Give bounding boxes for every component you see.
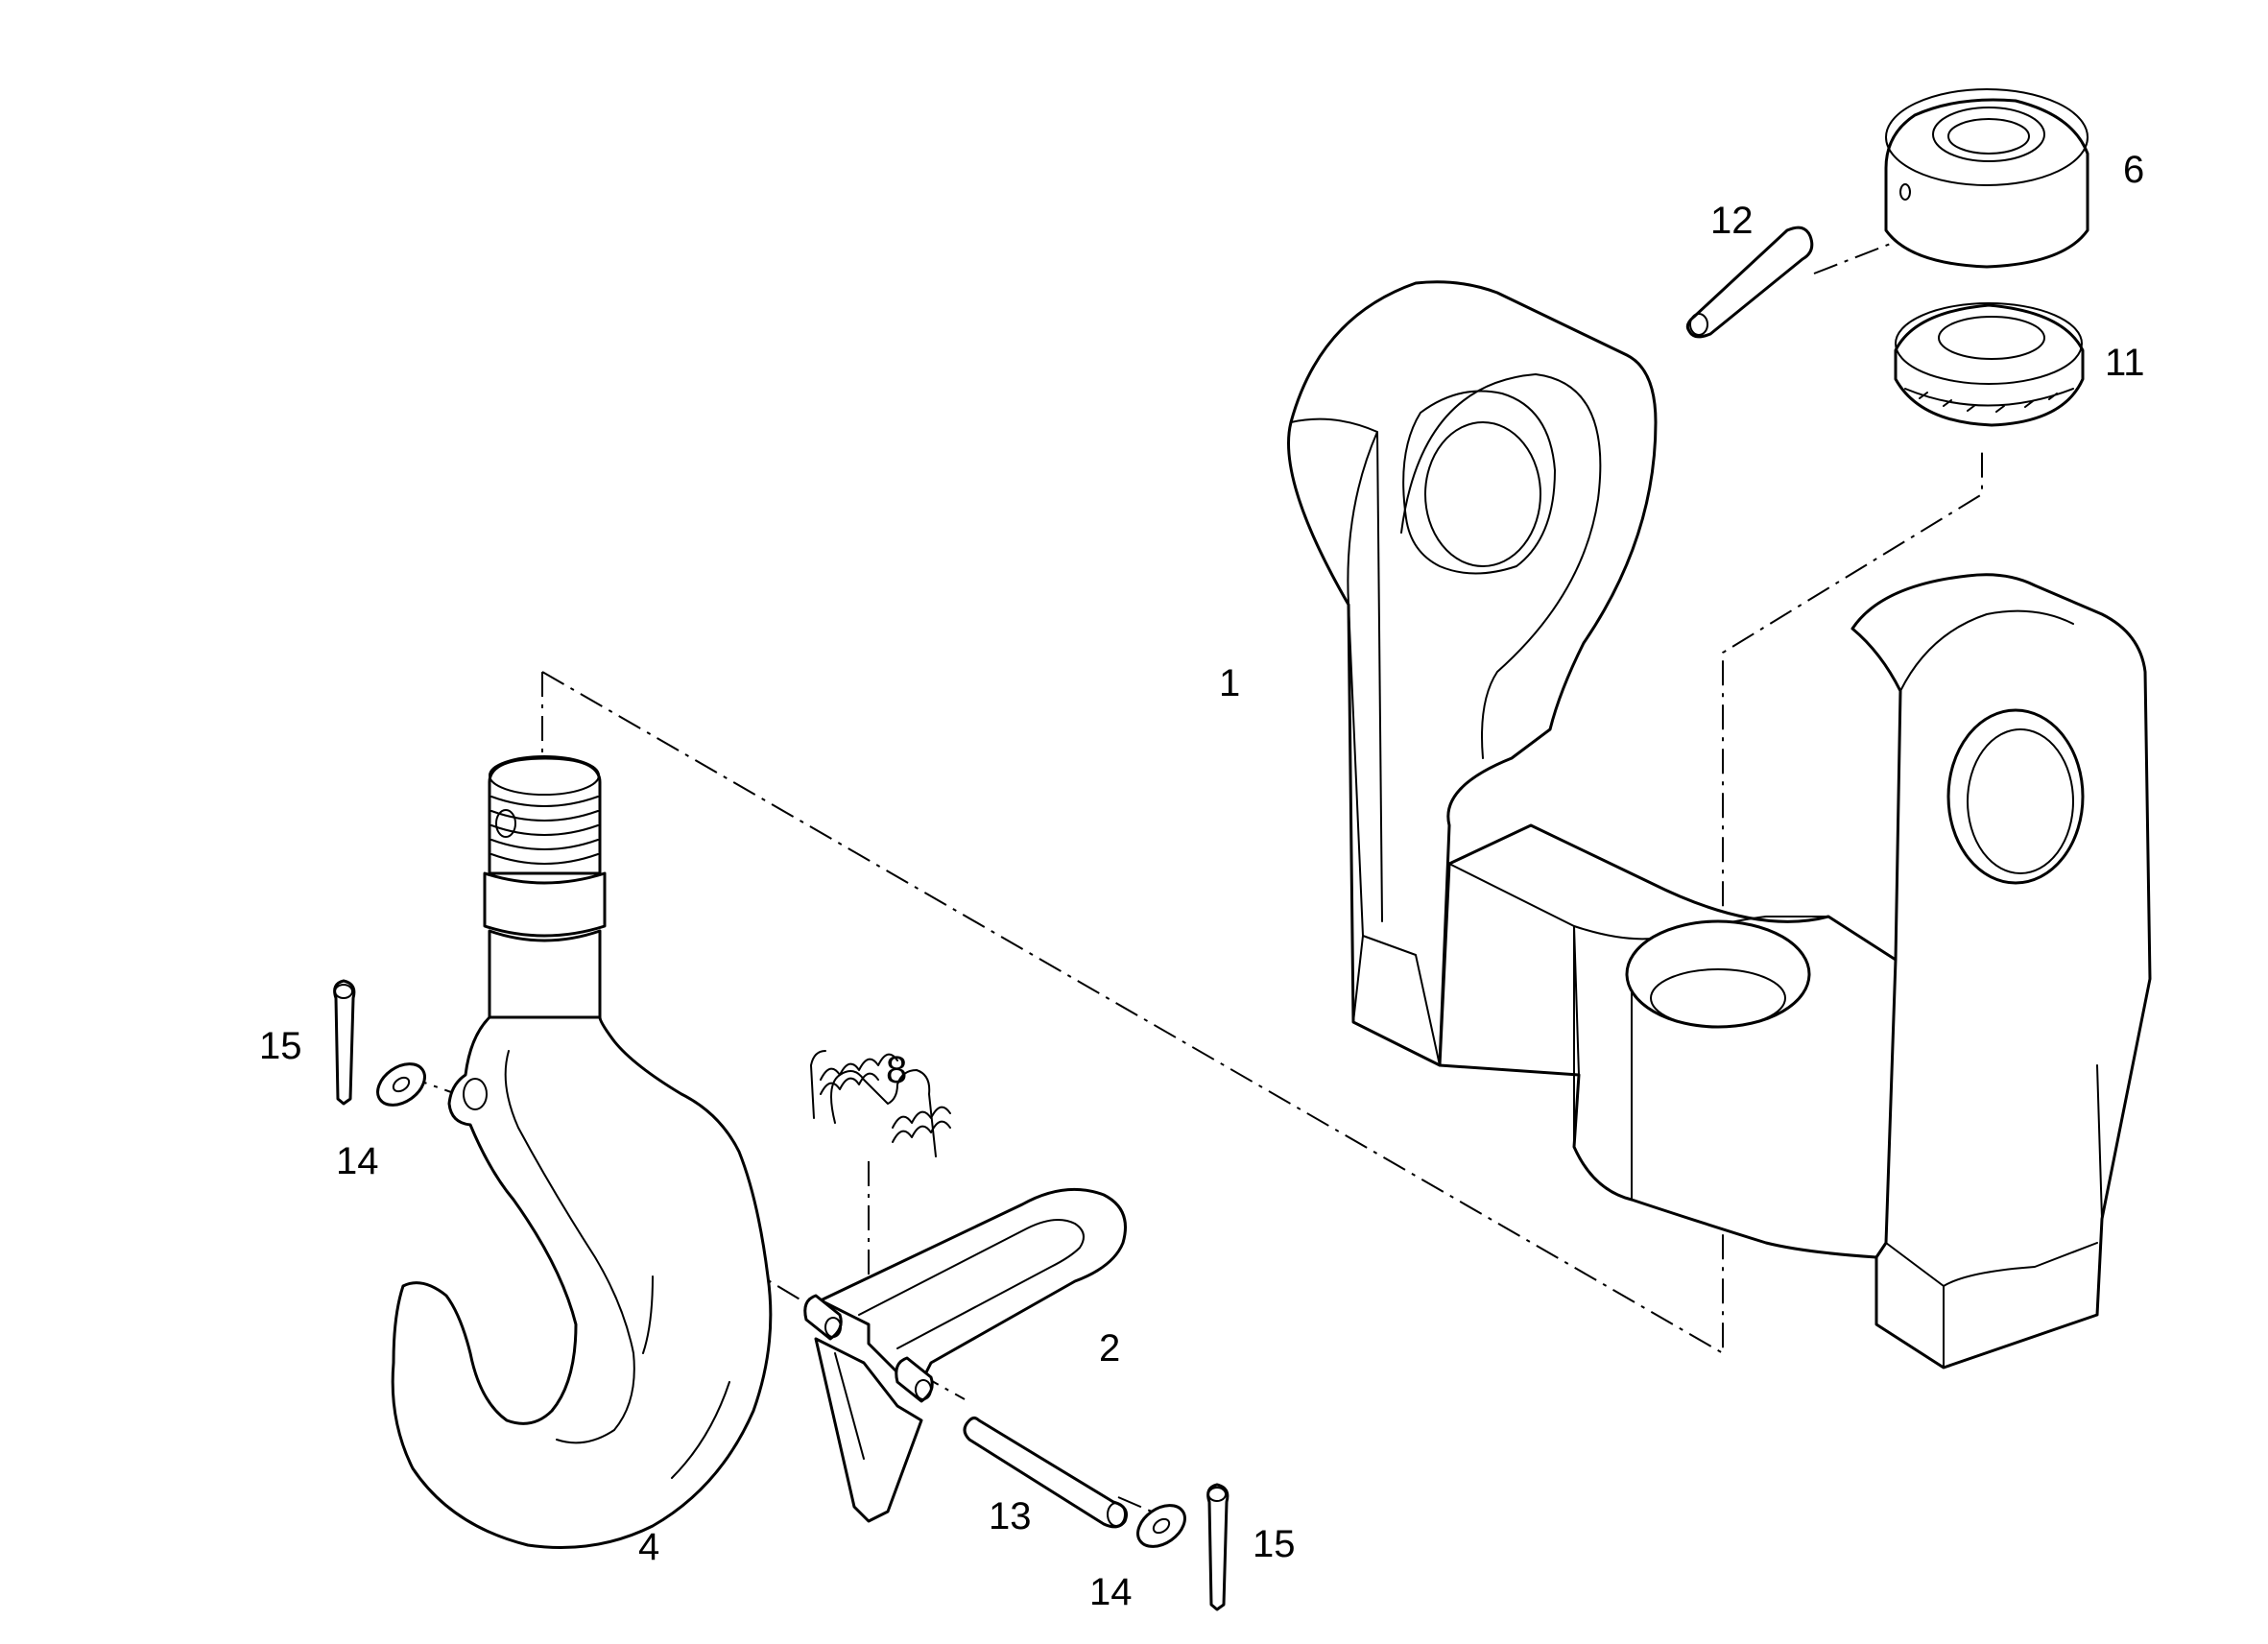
hook-body-inner — [504, 1050, 730, 1479]
yoke-right-cheek — [1850, 573, 2152, 1370]
torsion-spring — [810, 1050, 951, 1157]
thrust-bearing-balls — [1904, 388, 2074, 413]
hook-shank-threads — [490, 796, 599, 865]
leader-pin-to-washer — [1117, 1496, 1153, 1513]
thrust-bearing — [1894, 302, 2085, 427]
safety-latch-barrel-2-hole — [915, 1379, 932, 1400]
hook-nut — [1884, 88, 2089, 269]
callout-15a: 15 — [259, 1025, 302, 1067]
yoke-crosshead — [1287, 280, 2152, 1370]
washer-right-hole — [1152, 1517, 1171, 1535]
hook-nut-top — [1885, 88, 2089, 186]
latch-pin-body — [963, 1417, 1128, 1529]
torsion-spring-coil-left — [820, 1053, 898, 1095]
safety-latch-barrel-1-hole — [824, 1317, 842, 1338]
safety-latch-slot — [858, 1219, 1085, 1349]
cotter-pin-left — [333, 979, 356, 1106]
callout-14b: 14 — [1089, 1571, 1133, 1613]
yoke-left-cheek-edge — [1290, 417, 1441, 1066]
washer-right-outer — [1136, 1504, 1186, 1548]
callout-2: 2 — [1099, 1327, 1120, 1370]
yoke-center-bore — [1625, 919, 1811, 1029]
crane-hook — [391, 755, 773, 1549]
safety-latch-barrel-1 — [803, 1294, 843, 1341]
yoke-center-bore-inner — [1650, 968, 1786, 1028]
latch-pin — [963, 1417, 1128, 1529]
yoke-left-eye-bore — [1424, 421, 1541, 567]
callout-14a: 14 — [336, 1140, 379, 1182]
thrust-bearing-top — [1895, 302, 2083, 385]
callout-4: 4 — [638, 1526, 659, 1568]
roll-pin-body — [1685, 226, 1814, 339]
latch-pin-end — [1107, 1502, 1126, 1527]
callout-15b: 15 — [1253, 1523, 1296, 1565]
leader-hook-to-yoke — [541, 446, 1983, 1355]
callout-12: 12 — [1710, 200, 1754, 242]
yoke-left-cheek-curve — [1400, 373, 1602, 759]
hook-nut-thread-outer — [1932, 107, 2045, 162]
hook-shank-top — [489, 755, 600, 796]
yoke-right-cheek-line — [2096, 1064, 2103, 1220]
callout-6: 6 — [2123, 149, 2144, 191]
thrust-bearing-bore — [1938, 316, 2045, 360]
cotter-pin-left-eye — [334, 984, 353, 999]
callout-13: 13 — [989, 1495, 1032, 1537]
hook-shank-cross-hole — [495, 809, 516, 838]
callout-11: 11 — [2105, 342, 2145, 384]
yoke-base-block — [1438, 823, 1907, 1259]
torsion-spring-wire — [810, 1050, 937, 1157]
callout-1: 1 — [1219, 662, 1240, 704]
washer-left-outer — [376, 1062, 426, 1107]
cotter-pin-right-eye — [1207, 1487, 1227, 1502]
torsion-spring-coil-right — [892, 1106, 951, 1143]
hook-collar — [483, 871, 607, 938]
yoke-left-eye-outer — [1402, 390, 1556, 575]
hook-latch-pivot-hole — [463, 1078, 488, 1110]
yoke-right-eye-bore — [1967, 728, 2074, 874]
washer-left-hole — [392, 1076, 411, 1093]
roll-pin-end — [1689, 313, 1708, 336]
roll-pin — [1685, 226, 1814, 339]
cotter-pin-right — [1206, 1483, 1229, 1611]
hook-nut-thread-inner — [1947, 118, 2030, 155]
hook-shank-thread — [488, 756, 602, 875]
washer-right — [1136, 1504, 1186, 1548]
safety-latch-barrel-2 — [895, 1356, 934, 1403]
safety-latch-tongue — [814, 1337, 923, 1523]
safety-latch — [803, 1187, 1127, 1523]
leader-pin-to-nut — [1813, 237, 1906, 274]
hook-nut-body — [1884, 98, 2089, 269]
cotter-pin-right-body — [1206, 1483, 1229, 1611]
yoke-right-cheek-edges — [1875, 609, 2098, 1369]
cotter-pin-left-body — [333, 979, 356, 1106]
hook-body — [391, 1015, 773, 1549]
callout-labels: 1 2 4 6 8 11 12 13 14 14 15 15 — [259, 149, 2145, 1613]
thrust-bearing-body — [1894, 303, 2085, 427]
safety-latch-tongue-inner — [834, 1352, 865, 1460]
hook-nut-pin-hole — [1899, 183, 1911, 201]
washer-left — [376, 1062, 426, 1107]
safety-latch-frame — [819, 1187, 1127, 1394]
callout-8: 8 — [886, 1049, 907, 1091]
hook-neck — [488, 929, 602, 1019]
